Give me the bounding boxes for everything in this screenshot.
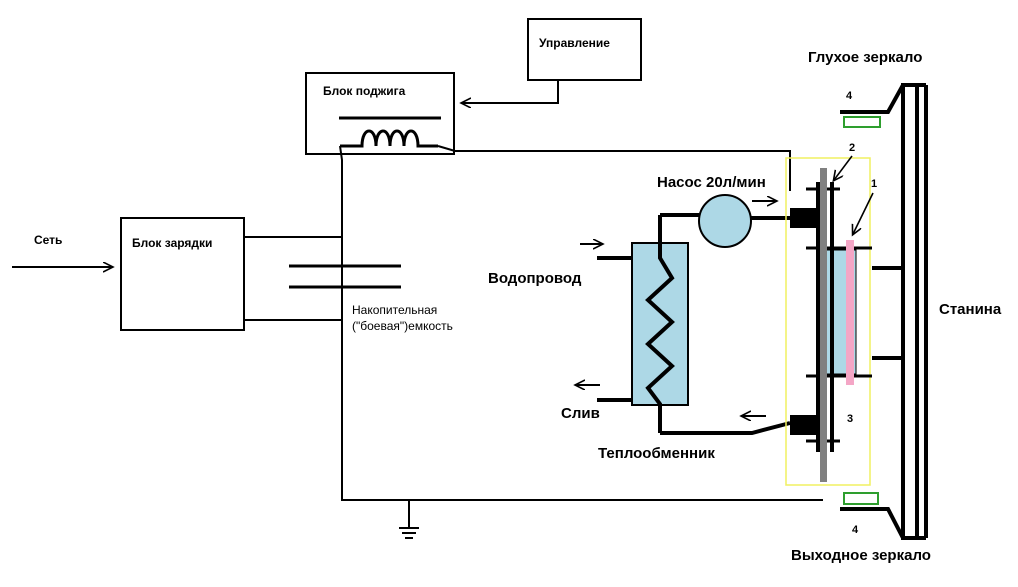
charger-label: Блок зарядки (132, 236, 213, 250)
ignition-label: Блок поджига (323, 84, 406, 98)
rear-mirror-mount (840, 84, 905, 114)
frame-label: Станина (939, 301, 1002, 318)
circuit-left-wire (339, 145, 823, 501)
pointer-arrow-1 (853, 192, 874, 234)
ignition-block (305, 72, 455, 155)
water-supply-label: Водопровод (488, 270, 582, 287)
cell-return-pipe (660, 421, 791, 435)
water-outlet-fitting (790, 415, 818, 435)
rear-mirror-number: 4 (846, 90, 853, 102)
flash-lamp-number: 2 (849, 142, 856, 154)
rear-mirror-label: Глухое зеркало (808, 49, 923, 66)
circuit-top-wire (437, 145, 791, 191)
output-mirror-mount (840, 507, 905, 539)
mains-label: Сеть (34, 233, 63, 247)
output-mirror-number: 4 (852, 524, 859, 536)
output-mirror-label: Выходное зеркало (791, 547, 931, 564)
heat-exchanger (631, 242, 689, 406)
charger-block (120, 217, 245, 331)
rear-mirror (843, 116, 881, 128)
laser-head-highlight-box (785, 157, 871, 486)
control-label: Управление (539, 36, 610, 50)
ignition-coil (340, 129, 438, 148)
control-to-ignition-wire (462, 80, 559, 103)
capacitor-label-line2: ("боевая")емкость (352, 319, 453, 333)
drain-label: Слив (561, 405, 600, 422)
capacitor-label-line1: Накопительная (352, 303, 438, 317)
pointer-arrow-2 (834, 155, 853, 180)
pump-label: Насос 20л/мин (657, 174, 766, 191)
heat-exchanger-label: Теплообменник (598, 445, 715, 462)
laser-rod (846, 240, 854, 385)
pump (698, 194, 752, 248)
frame-inner (901, 83, 919, 540)
water-inlet-fitting (790, 208, 818, 228)
ground-icon (399, 527, 419, 539)
control-block (527, 18, 642, 81)
heat-exchanger-coil (645, 215, 675, 433)
flash-lamp (820, 168, 827, 482)
laser-cell-number: 3 (847, 413, 854, 425)
output-mirror (843, 492, 879, 505)
laser-rod-number: 1 (871, 178, 878, 190)
